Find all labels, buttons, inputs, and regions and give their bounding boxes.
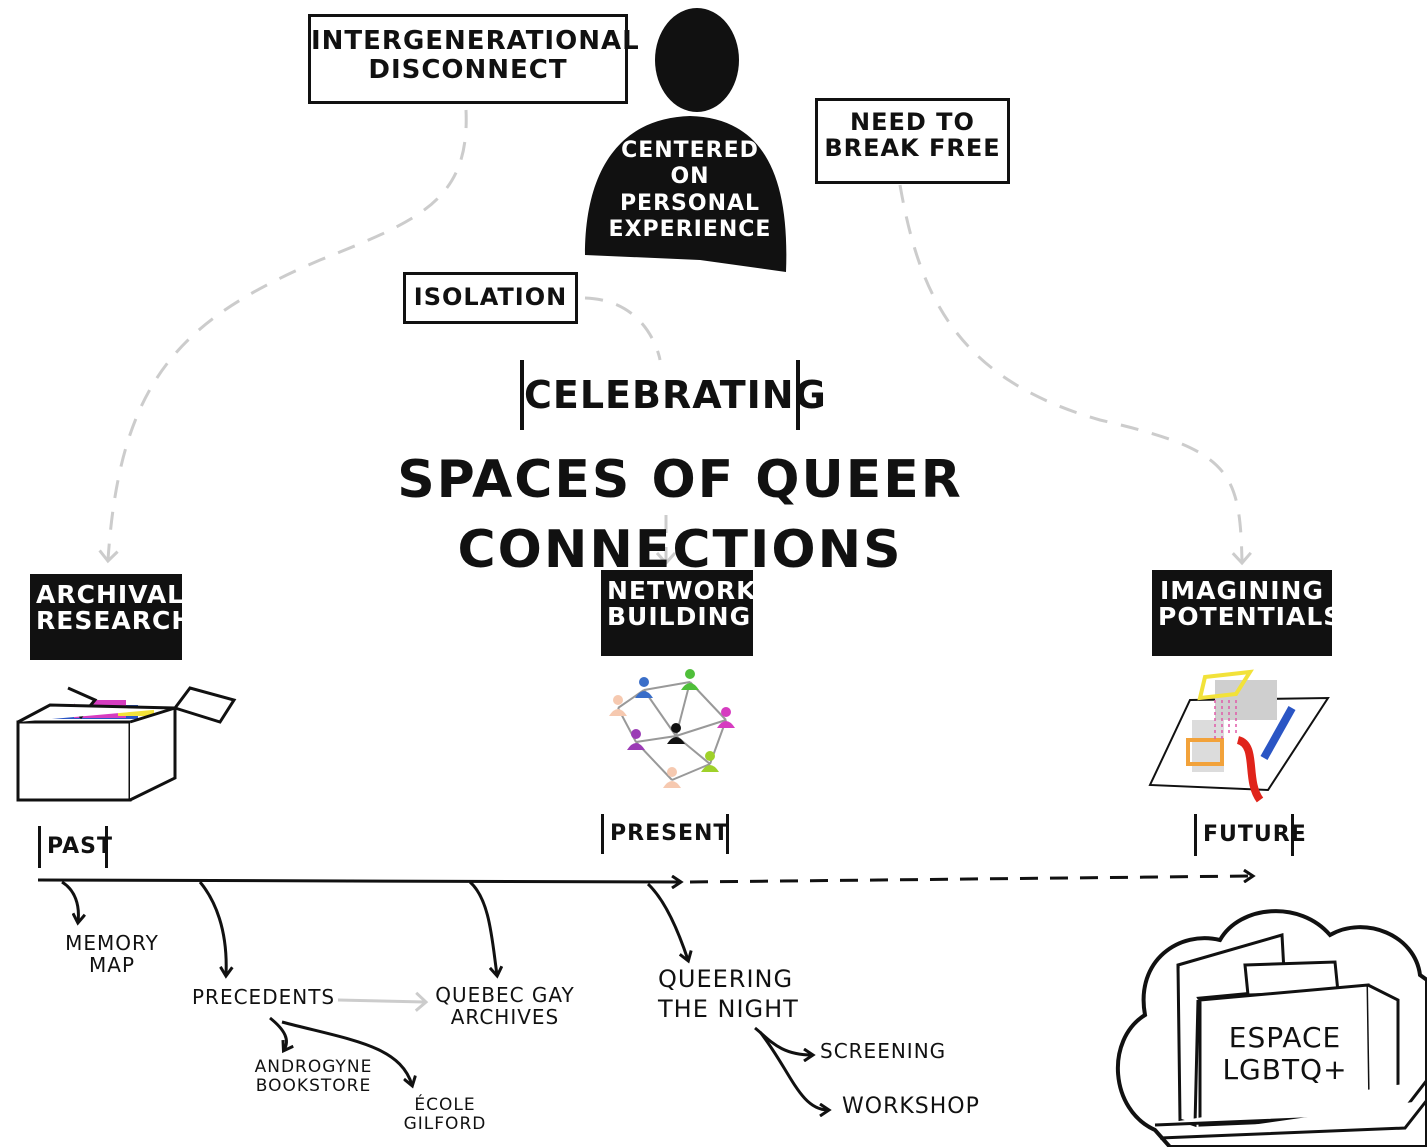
connector-precedents-to-archives bbox=[337, 991, 429, 1012]
precedents-text: Precedents bbox=[192, 985, 336, 1009]
network-person-icon bbox=[609, 695, 627, 716]
celebrating-heading: Celebrating bbox=[520, 360, 826, 430]
timeline-solid bbox=[37, 880, 680, 882]
branch-ecole bbox=[281, 1020, 412, 1085]
person-icon bbox=[585, 8, 787, 272]
connector-isolation-to-network bbox=[584, 296, 662, 361]
need-to-break-free-box: Need to Break free bbox=[815, 98, 1016, 190]
workshop-label: Workshop bbox=[842, 1094, 992, 1119]
memory-map-line-2: Map bbox=[89, 953, 135, 977]
androgyne-line-1: Androgyne bbox=[254, 1057, 373, 1077]
screening-text: Screening bbox=[820, 1039, 947, 1063]
present-text: Present bbox=[610, 821, 730, 846]
memory-map-label: Memory Map bbox=[62, 932, 162, 976]
espace-line-1: Espace bbox=[1228, 1021, 1342, 1054]
dashed-connectors bbox=[98, 109, 1252, 1012]
branch-androgyne bbox=[269, 1016, 286, 1050]
centered-on-personal-experience: Centered on Personal Experience bbox=[600, 138, 780, 244]
network-building-label: Network Building bbox=[601, 570, 757, 656]
espace-line-2: LGBTQ+ bbox=[1222, 1053, 1348, 1087]
androgyne-line-2: Bookstore bbox=[255, 1075, 372, 1096]
network-person-icon bbox=[717, 707, 735, 728]
network-line-2: Building bbox=[607, 602, 752, 632]
archival-line-2: Research bbox=[36, 606, 194, 636]
intergenerational-line-2: Disconnect bbox=[368, 54, 568, 85]
workshop-text: Workshop bbox=[842, 1094, 980, 1119]
network-person-icon bbox=[663, 767, 681, 788]
centered-line-4: Experience bbox=[608, 217, 772, 243]
queering-line-2: the Night bbox=[658, 995, 799, 1023]
branch-precedents bbox=[198, 881, 226, 975]
quebec-gay-archives-label: Quebec Gay Archives bbox=[430, 984, 580, 1028]
isolation-box: Isolation bbox=[403, 272, 584, 330]
archival-line-1: Archival bbox=[36, 580, 185, 609]
network-graph-icon bbox=[609, 669, 735, 788]
archival-research-label: Archival Research bbox=[30, 574, 194, 660]
isolation-label: Isolation bbox=[413, 283, 568, 311]
precedents-label: Precedents bbox=[192, 985, 336, 1009]
quebec-line-1: Quebec Gay bbox=[435, 983, 575, 1007]
centered-line-2: on bbox=[670, 164, 710, 190]
branch-memory-map bbox=[61, 880, 78, 922]
past-label: Past bbox=[38, 826, 112, 868]
future-label: Future bbox=[1194, 814, 1306, 856]
network-person-icon bbox=[635, 677, 653, 698]
branch-quebec-archives bbox=[468, 880, 497, 975]
ecole-gilford-label: École Gilford bbox=[390, 1096, 500, 1133]
androgyne-bookstore-label: Androgyne Bookstore bbox=[246, 1058, 381, 1095]
intergenerational-line-1: Intergenerational bbox=[311, 26, 640, 56]
past-text: Past bbox=[47, 834, 113, 859]
network-person-icon bbox=[681, 669, 699, 690]
future-text: Future bbox=[1203, 822, 1307, 847]
imagining-line-1: Imagining bbox=[1159, 576, 1325, 605]
timeline bbox=[37, 876, 1252, 1110]
centered-line-1: Centered bbox=[621, 138, 759, 163]
main-title-text: Spaces of Queer Connections bbox=[397, 450, 963, 580]
imagining-potentials-label: Imagining Potentials bbox=[1152, 570, 1343, 656]
ecole-line-2: Gilford bbox=[403, 1113, 487, 1134]
break-free-line-2: Break free bbox=[824, 134, 1001, 163]
present-label: Present bbox=[601, 814, 729, 854]
break-free-line-1: Need to bbox=[850, 108, 975, 136]
branch-screening bbox=[754, 1026, 812, 1055]
quebec-line-2: Archives bbox=[450, 1005, 560, 1029]
network-person-icon bbox=[701, 751, 719, 772]
queering-the-night-label: Queering the Night bbox=[658, 964, 818, 1024]
celebrating-label: Celebrating bbox=[524, 373, 827, 417]
memory-map-line-1: Memory bbox=[65, 931, 159, 955]
branch-workshop bbox=[758, 1031, 828, 1110]
espace-lgbtq-label: Espace LGBTQ+ bbox=[1210, 1021, 1360, 1087]
network-person-icon bbox=[667, 723, 685, 744]
connector-intergenerational-to-archival bbox=[98, 109, 468, 564]
screening-label: Screening bbox=[820, 1040, 970, 1062]
branch-queering bbox=[646, 882, 688, 960]
network-line-1: Network bbox=[607, 576, 757, 605]
connector-breakfree-to-imagining bbox=[898, 184, 1252, 566]
future-building-icon bbox=[1154, 933, 1427, 1140]
network-person-icon bbox=[627, 729, 645, 750]
site-model-icon bbox=[1148, 669, 1330, 803]
archive-box-icon bbox=[16, 686, 237, 802]
imagining-line-2: Potentials bbox=[1158, 602, 1343, 632]
timeline-dashed bbox=[689, 876, 1252, 884]
ecole-line-1: École bbox=[414, 1095, 476, 1115]
intergenerational-disconnect-box: Intergenerational Disconnect bbox=[308, 14, 640, 110]
centered-line-3: Personal bbox=[619, 190, 761, 216]
queering-line-1: Queering bbox=[658, 965, 794, 993]
main-title: Spaces of Queer Connections bbox=[240, 445, 1120, 585]
